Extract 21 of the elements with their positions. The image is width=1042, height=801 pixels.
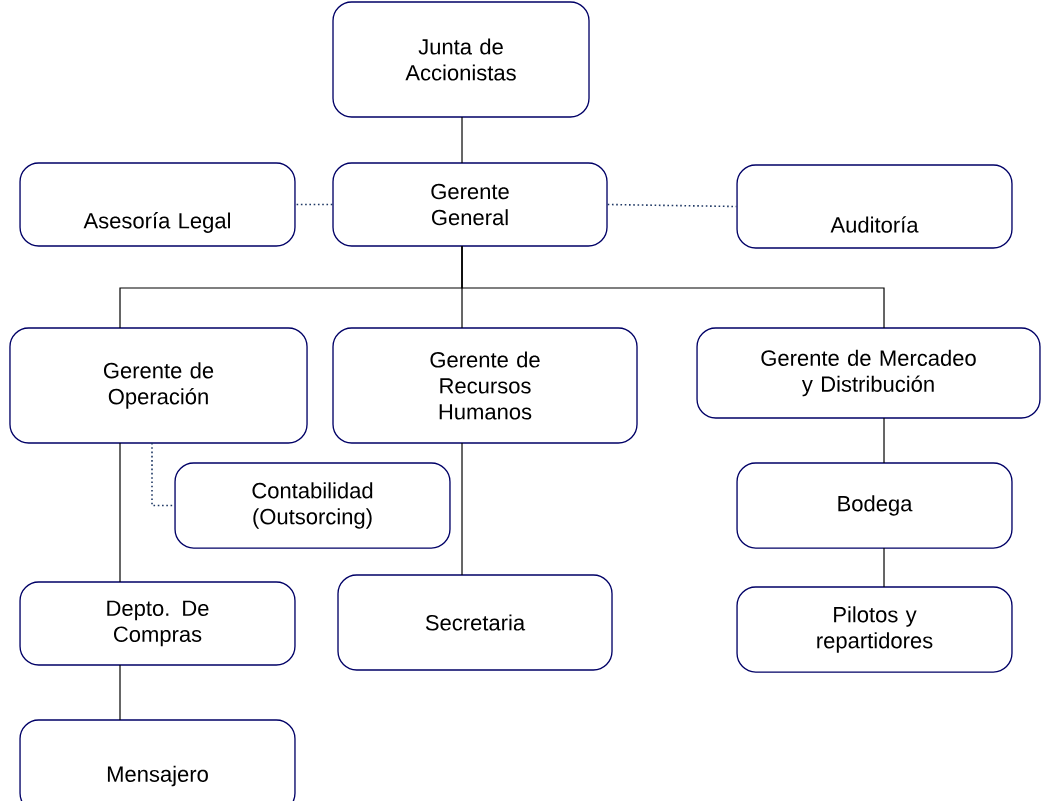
connector-line [461, 442, 463, 576]
connector-line [883, 417, 885, 464]
connector-line [119, 442, 121, 583]
org-box: Gerente General [332, 162, 608, 247]
org-box: Pilotos y repartidores [736, 586, 1013, 673]
org-box: Mensajero [19, 719, 296, 801]
org-box: Contabilidad (Outsorcing) [174, 462, 451, 549]
org-box: Bodega [736, 462, 1013, 549]
connector-line [461, 116, 463, 164]
org-box: Gerente de Operación [9, 327, 308, 444]
org-box: Depto. De Compras [19, 581, 296, 666]
org-box: Gerente de Recursos Humanos [332, 327, 638, 444]
org-box: Secretaria [337, 574, 613, 671]
connector-line [461, 245, 885, 329]
connector-line [119, 664, 121, 721]
org-box: Gerente de Mercadeo y Distribución [696, 327, 1041, 419]
org-box: Auditoría [736, 164, 1013, 249]
org-box: Asesoría Legal [19, 162, 296, 247]
org-box: Junta de Accionistas [332, 1, 590, 118]
connector-line [294, 203, 334, 206]
connector-line [883, 547, 885, 588]
